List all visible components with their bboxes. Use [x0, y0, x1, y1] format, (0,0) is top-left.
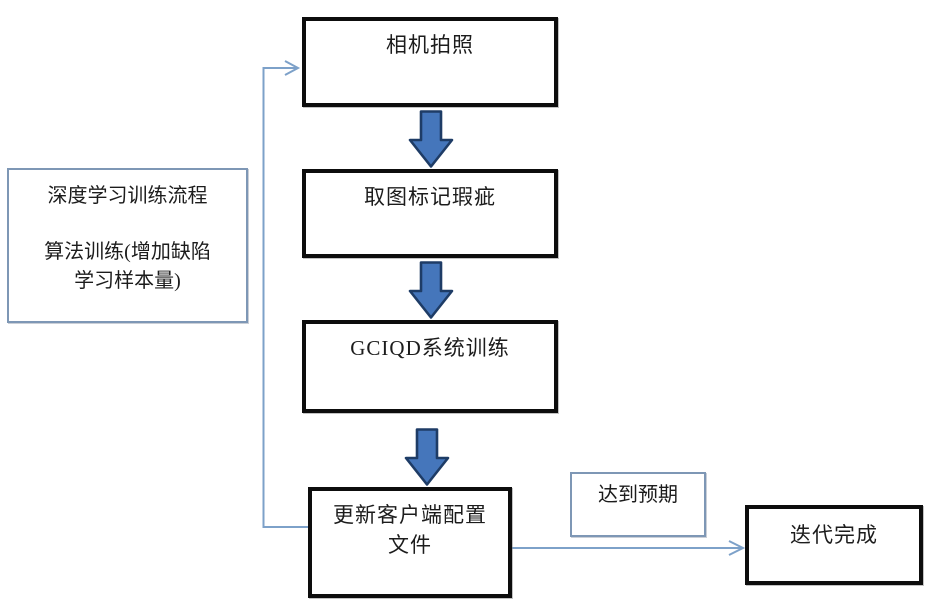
right-arrow-connector [512, 540, 746, 556]
left-panel-deep-learning-process: 深度学习训练流程 算法训练(增加缺陷 学习样本量) [7, 168, 248, 323]
end-box-iteration-complete: 迭代完成 [745, 505, 923, 585]
step-label: 取图标记瑕疵 [364, 185, 496, 209]
condition-label-expectation-met: 达到预期 [570, 472, 706, 537]
condition-text: 达到预期 [598, 484, 678, 506]
step-box-update-client-config: 更新客户端配置 文件 [308, 487, 512, 598]
left-panel-line2: 算法训练(增加缺陷 [44, 241, 211, 263]
feedback-loop-arrow [262, 60, 308, 528]
step-box-camera-capture: 相机拍照 [302, 17, 558, 107]
down-block-arrow-icon [408, 110, 454, 168]
down-block-arrow-icon [408, 261, 454, 319]
left-panel-line3: 学习样本量) [74, 270, 181, 292]
step-box-mark-defects: 取图标记瑕疵 [302, 169, 558, 258]
step-label-line2: 文件 [388, 533, 432, 557]
end-label: 迭代完成 [790, 523, 878, 547]
step-label: 更新客户端配置 [333, 503, 487, 527]
step-label: 相机拍照 [386, 33, 474, 57]
step-box-gciqd-training: GCIQD系统训练 [302, 320, 558, 413]
down-block-arrow-icon [404, 428, 450, 486]
step-label: GCIQD系统训练 [350, 336, 510, 360]
left-panel-spacer [9, 211, 246, 238]
left-panel-line1: 深度学习训练流程 [47, 185, 208, 207]
